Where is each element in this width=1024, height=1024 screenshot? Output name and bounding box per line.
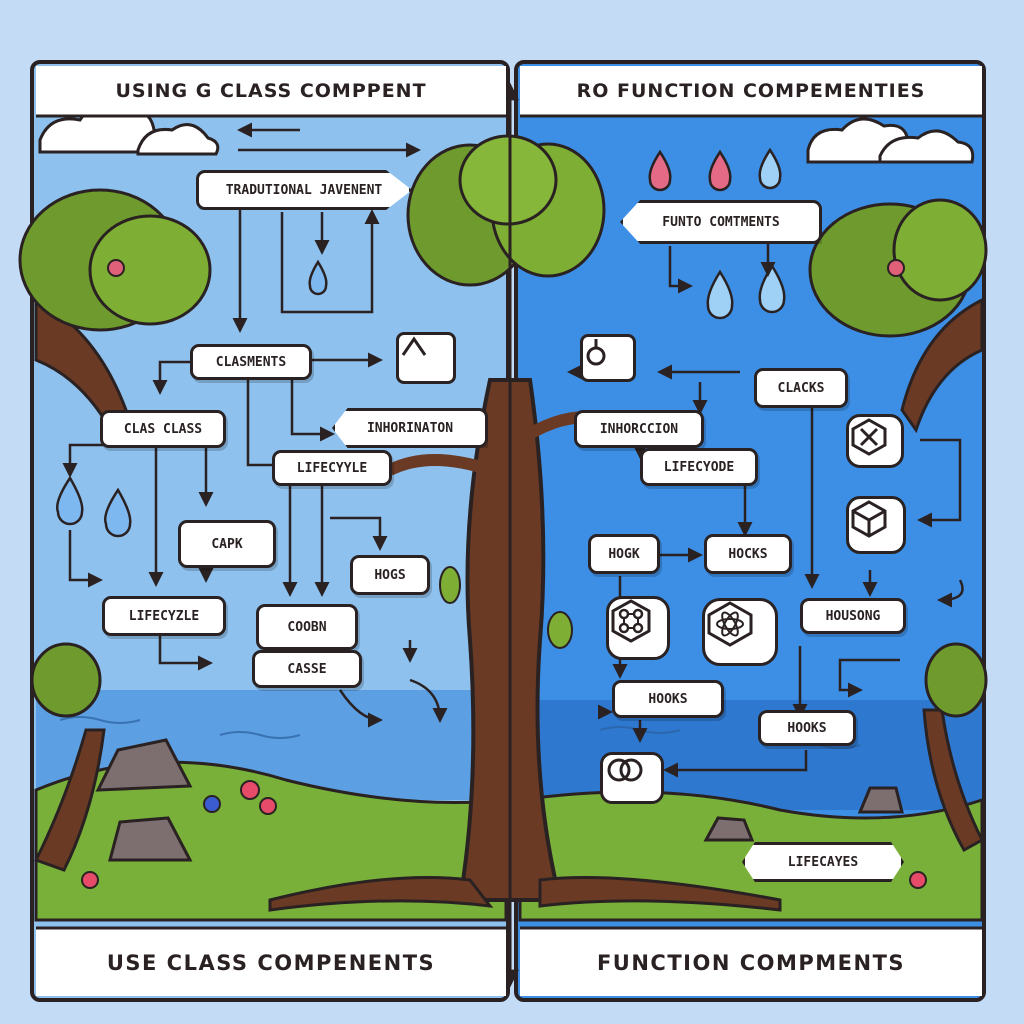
label-components: CLASMENTS	[190, 344, 312, 380]
network-hex-icon	[606, 596, 670, 660]
label-housong: HOUSONG	[800, 598, 906, 634]
label-lifecycle-top: LIFECYYLE	[272, 450, 392, 486]
label-traditional: TRADUTIONAL JAVENENT	[196, 170, 412, 210]
label-capk: CAPK	[178, 520, 276, 568]
label-casse: CASSE	[252, 650, 362, 688]
hex-cross-icon	[846, 414, 904, 468]
atom-hex-icon	[702, 598, 778, 666]
label-hooks-b: HOOKS	[758, 710, 856, 746]
rock-icon	[857, 786, 904, 814]
label-coobn: COOBN	[256, 604, 358, 650]
label-lifecayes: LIFECAYES	[742, 842, 904, 882]
label-hooks-a: HOOKS	[612, 680, 724, 718]
label-clacks: CLACKS	[754, 368, 848, 408]
label-class-class: CLAS CLASS	[100, 410, 226, 448]
lock-ring-icon	[580, 334, 636, 382]
rock-icon	[95, 738, 193, 792]
droplet-icon	[56, 147, 786, 538]
label-funto: FUNTO COMTMENTS	[620, 200, 822, 244]
label-inhorccion: INHORCCION	[574, 410, 704, 448]
label-lifecycode: LIFECYODE	[640, 448, 758, 486]
right-panel-title: RO FUNCTION COMPEMENTIES	[520, 68, 982, 114]
label-lifecycle-bottom: LIFECYZLE	[102, 596, 226, 636]
right-panel-footer: FUNCTION COMPMENTS	[520, 932, 982, 994]
label-hogk: HOGK	[588, 534, 660, 574]
side-tree-right	[808, 198, 988, 853]
link-rings-icon	[600, 752, 664, 804]
label-information: INHORINATON	[332, 408, 488, 448]
side-tree-left	[18, 188, 212, 872]
flower-icon	[81, 780, 927, 889]
rock-icon	[108, 816, 193, 862]
cloud-left	[38, 105, 220, 156]
left-panel-footer: USE CLASS COMPENENTS	[36, 932, 506, 994]
central-tree	[268, 134, 782, 912]
left-panel-title: USING G CLASS COMPPENT	[36, 68, 506, 114]
cloud-right	[806, 117, 975, 164]
caret-up-icon	[396, 332, 456, 384]
rock-icon	[703, 816, 755, 842]
label-hogs: HOGS	[350, 555, 430, 595]
cube-icon	[846, 496, 906, 554]
label-hocks: HOCKS	[704, 534, 792, 574]
